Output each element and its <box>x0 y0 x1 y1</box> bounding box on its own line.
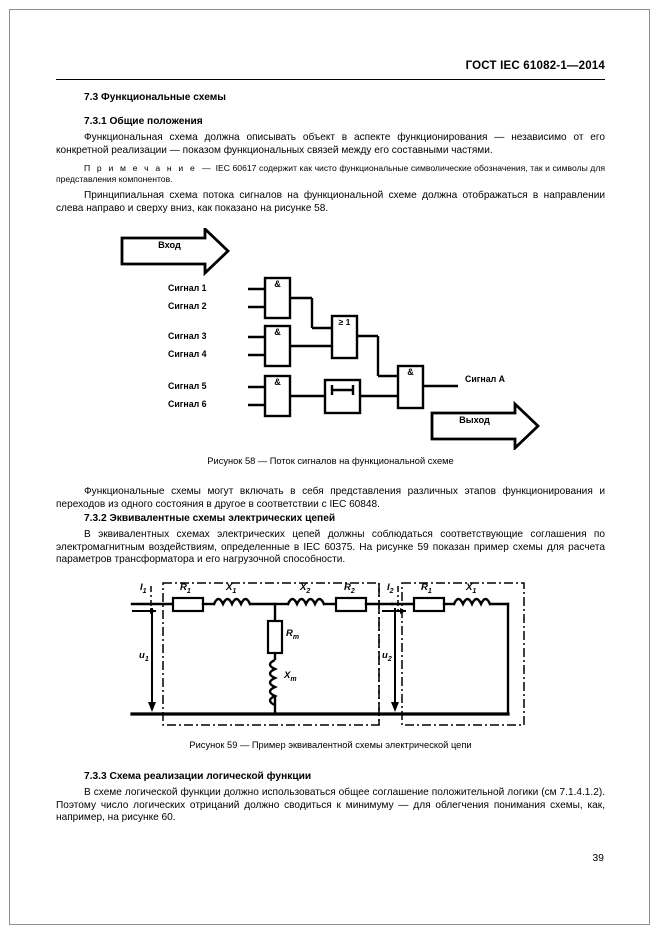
inductor-x1-right <box>452 597 492 607</box>
and-gate-out-symbol: & <box>407 367 414 377</box>
voltage-arrow-u1 <box>148 608 156 712</box>
or-gate-box <box>330 314 359 360</box>
label-x1-left: X1 <box>226 582 237 595</box>
and-gate-1-symbol: & <box>274 279 281 289</box>
heading-7-3-1: 7.3.1 Общие положения <box>84 116 203 127</box>
signal-label-5: Сигнал 5 <box>168 381 207 391</box>
figure-59-caption: Рисунок 59 — Пример эквивалентной схемы … <box>189 740 472 750</box>
signal-label-3: Сигнал 3 <box>168 331 207 341</box>
page-number: 39 <box>592 852 604 864</box>
and-gate-3-symbol: & <box>274 377 281 387</box>
resistor-rm <box>266 619 284 655</box>
label-x2: X2 <box>300 582 311 595</box>
signal-label-2: Сигнал 2 <box>168 301 207 311</box>
signal-label-6: Сигнал 6 <box>168 399 207 409</box>
or-gate-symbol: ≥ 1 <box>338 317 351 327</box>
figure-58: Вход Выход Сигнал 1 Сигнал 2 Сигнал 3 Си… <box>110 228 540 450</box>
heading-7-3-2: 7.3.2 Эквивалентные схемы электрических … <box>84 513 336 524</box>
label-x1-right: X1 <box>466 582 477 595</box>
label-u1: u1 <box>139 650 149 663</box>
label-xm: Xm <box>284 670 297 683</box>
boundary-left <box>162 582 380 726</box>
label-u2: u2 <box>382 650 392 663</box>
inductor-x2 <box>286 597 326 607</box>
note-label: П р и м е ч а н и е <box>84 163 197 173</box>
note-dash: — <box>196 163 216 173</box>
figure-58-caption: Рисунок 58 — Поток сигналов на функциона… <box>207 456 454 466</box>
and-gate-2-symbol: & <box>274 327 281 337</box>
paragraph-7-3-1-c: Функциональные схемы могут включать в се… <box>56 486 605 510</box>
label-rm: Rm <box>286 628 300 641</box>
boundary-right <box>401 582 525 726</box>
inductor-x1-left <box>212 597 252 607</box>
and-gate-3-box <box>263 374 292 418</box>
signal-label-1: Сигнал 1 <box>168 283 207 293</box>
paragraph-7-3-3: В схеме логической функции должно исполь… <box>56 787 605 824</box>
output-signal-label: Сигнал А <box>465 374 506 384</box>
output-arrow-label: Выход <box>459 415 490 425</box>
resistor-r1-right <box>412 596 446 613</box>
note-7-3-1: П р и м е ч а н и е — IEC 60617 содержит… <box>56 163 605 185</box>
label-i2: I2 <box>387 582 394 595</box>
inductor-xm <box>268 658 278 707</box>
input-arrow-shape <box>120 228 231 277</box>
input-arrow-label: Вход <box>158 240 181 250</box>
resistor-r2 <box>334 596 368 613</box>
label-i1: I1 <box>140 582 147 595</box>
note-body: IEC 60617 содержит как чисто функциональ… <box>56 163 605 184</box>
paragraph-7-3-1-a: Функциональная схема должна описывать об… <box>56 132 605 156</box>
resistor-r1-left <box>171 596 205 613</box>
standard-header: ГОСТ IEC 61082-1—2014 <box>465 60 605 72</box>
signal-label-4: Сигнал 4 <box>168 349 207 359</box>
heading-7-3: 7.3 Функциональные схемы <box>84 92 226 103</box>
figure-59: I1 R1 X1 X2 R2 I2 R1 X1 u1 u2 Rm Xm <box>130 580 530 735</box>
label-r1-right: R1 <box>421 582 432 595</box>
label-r2: R2 <box>344 582 355 595</box>
output-arrow-shape <box>430 400 540 450</box>
label-r1-left: R1 <box>180 582 191 595</box>
delay-element-box <box>323 378 362 415</box>
header-rule <box>56 79 605 80</box>
heading-7-3-3: 7.3.3 Схема реализации логической функци… <box>84 771 312 782</box>
paragraph-7-3-1-b: Принципиальная схема потока сигналов на … <box>56 190 605 214</box>
paragraph-7-3-2: В эквивалентных схемах электрических цеп… <box>56 529 605 566</box>
voltage-arrow-u2 <box>391 608 399 712</box>
